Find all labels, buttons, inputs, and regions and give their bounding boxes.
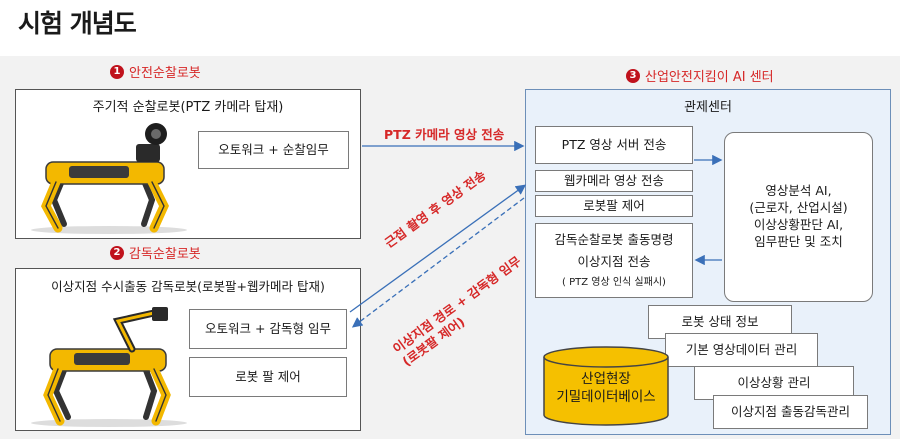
route-command-arrow: [351, 197, 525, 328]
dispatch-supervision-box: 이상지점 출동감독관리: [713, 395, 868, 429]
patrol-robot-panel-title: 주기적 순찰로봇(PTZ 카메라 탑재): [92, 100, 284, 115]
supervision-robot-panel: 이상지점 수시출동 감독로봇(로봇팔+웹카메라 탑재) 오토워크 + 감독형 임…: [15, 268, 361, 431]
analysis-line: 임무판단 및 조치: [754, 233, 843, 249]
page-title: 시험 개념도: [18, 9, 137, 38]
database-icon: [543, 346, 669, 426]
supervision-robot-image: [31, 307, 187, 427]
database-line1: 산업현장: [581, 371, 631, 387]
section3-number: 3: [626, 68, 640, 83]
ai-analysis-box: 영상분석 AI, (근로자, 산업시설) 이상상황판단 AI, 임무판단 및 조…: [724, 132, 873, 302]
analysis-line: 이상상황판단 AI,: [753, 217, 844, 232]
supervision-task-box: 오토워크 + 감독형 임무: [189, 309, 347, 349]
robot-arm-control-box: 로봇팔 제어: [535, 195, 693, 217]
webcam-stream-box: 웹카메라 영상 전송: [535, 170, 693, 192]
section2-number: 2: [110, 245, 124, 260]
section3-label: 3 산업안전지킴이 AI 센터: [626, 66, 774, 85]
section1-number: 1: [110, 64, 124, 79]
database-label: 산업현장 기밀데이터베이스: [542, 371, 670, 406]
anomaly-management-box: 이상상황 관리: [694, 366, 854, 400]
dispatch-line1: 감독순찰로봇 출동명령: [554, 231, 674, 247]
closeup-transmit-arrow: [349, 184, 527, 313]
supervision-robot-panel-title: 이상지점 수시출동 감독로봇(로봇팔+웹카메라 탑재): [51, 279, 325, 294]
section1-label: 1 안전순찰로봇: [110, 62, 201, 81]
ptz-server-box: PTZ 영상 서버 전송: [535, 126, 693, 164]
section3-label-text: 산업안전지킴이 AI 센터: [645, 70, 774, 85]
ptz-transmit-label: PTZ 카메라 영상 전송: [384, 127, 505, 142]
patrol-robot-image: [31, 123, 187, 234]
analysis-line: 영상분석 AI,: [765, 183, 832, 199]
dispatch-note: ( PTZ 영상 인식 실패시): [562, 276, 666, 288]
dispatch-command-box: 감독순찰로봇 출동명령 이상지점 전송 ( PTZ 영상 인식 실패시): [535, 223, 693, 298]
patrol-robot-panel: 주기적 순찰로봇(PTZ 카메라 탑재) 오토워크 + 순찰임무: [15, 89, 361, 239]
arm-control-box: 로봇 팔 제어: [189, 357, 347, 397]
database-line2: 기밀데이터베이스: [556, 388, 656, 405]
section2-label-text: 감독순찰로봇: [129, 247, 201, 262]
dispatch-line2: 이상지점 전송: [577, 253, 651, 269]
video-data-box: 기본 영상데이터 관리: [665, 333, 818, 367]
section1-label-text: 안전순찰로봇: [129, 66, 201, 81]
section2-label: 2 감독순찰로봇: [110, 243, 201, 262]
analysis-line: (근로자, 산업시설): [749, 200, 848, 216]
patrol-task-box: 오토워크 + 순찰임무: [198, 131, 349, 169]
control-center-title: 관제센터: [684, 100, 732, 115]
